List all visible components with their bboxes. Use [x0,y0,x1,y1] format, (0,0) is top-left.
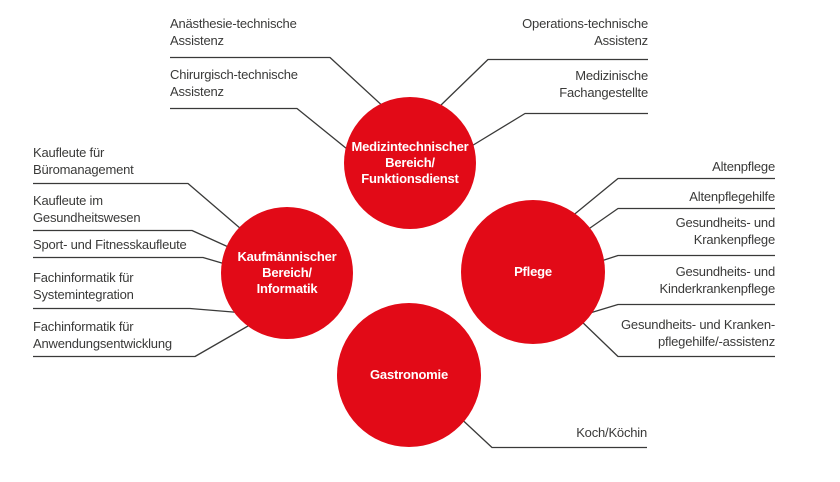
node-kaufmaennisch: Kaufmännischer Bereich/ Informatik [221,207,353,339]
connector-fachinformatik-anwendungsentwicklung [33,321,256,358]
connector-kaufleute-gesundheitswesen [33,229,236,251]
node-medizintechnik: Medizintechnischer Bereich/ Funktionsdie… [344,97,476,229]
connector-medizinische-fachangestellte [469,112,648,148]
connector-anaesthesie [170,56,388,111]
connector-altenpflegehilfe [579,207,775,236]
label-altenpflege: Altenpflege [712,159,775,174]
label-kaufleute-gesundheitswesen: Kaufleute im Gesundheitswesen [33,193,141,225]
label-medizinische-fachangestellte: Medizinische Fachangestellte [559,68,648,100]
label-fachinformatik-anwendungsentwicklung: Fachinformatik für Anwendungsentwicklung [33,319,172,351]
label-operations: Operations-technische Assistenz [522,16,648,48]
connector-sport-fitnesskaufleute [33,256,233,267]
connector-kaufleute-bueromanagement [33,182,249,236]
label-fachinformatik-systemintegration: Fachinformatik für Systemintegration [33,270,134,302]
label-altenpflegehilfe: Altenpflegehilfe [689,189,775,204]
connector-chirurgisch [170,107,353,154]
label-sport-fitnesskaufleute: Sport- und Fitnesskaufleute [33,237,187,252]
label-chirurgisch: Chirurgisch-technische Assistenz [170,67,298,99]
node-kaufmaennisch-label: Kaufmännischer Bereich/ Informatik [237,249,337,296]
node-pflege: Pflege [461,200,605,344]
connector-operations [439,58,648,107]
connector-gesundheits-krankenpflegehilfe [577,317,775,358]
label-anaesthesie: Anästhesie-technische Assistenz [170,16,297,48]
label-koch: Koch/Köchin [576,425,647,440]
connector-altenpflege [564,177,775,223]
connector-fachinformatik-systemintegration [33,307,246,314]
label-gesundheits-kinderkrankenpflege: Gesundheits- und Kinderkrankenpflege [659,264,776,296]
node-pflege-label: Pflege [514,264,552,279]
connector-gesundheits-krankenpflege [594,254,775,264]
label-gesundheits-krankenpflege: Gesundheits- und Krankenpflege [675,215,776,247]
node-gastronomie: Gastronomie [337,303,481,447]
connector-koch [454,412,647,449]
node-medizintechnik-label: Medizintechnischer Bereich/ Funktionsdie… [351,139,469,186]
label-kaufleute-bueromanagement: Kaufleute für Büromanagement [33,145,134,177]
connector-gesundheits-kinderkrankenpflege [579,303,775,317]
label-gesundheits-krankenpflegehilfe: Gesundheits- und Kranken- pflegehilfe/-a… [621,317,775,349]
node-gastronomie-label: Gastronomie [370,367,448,382]
